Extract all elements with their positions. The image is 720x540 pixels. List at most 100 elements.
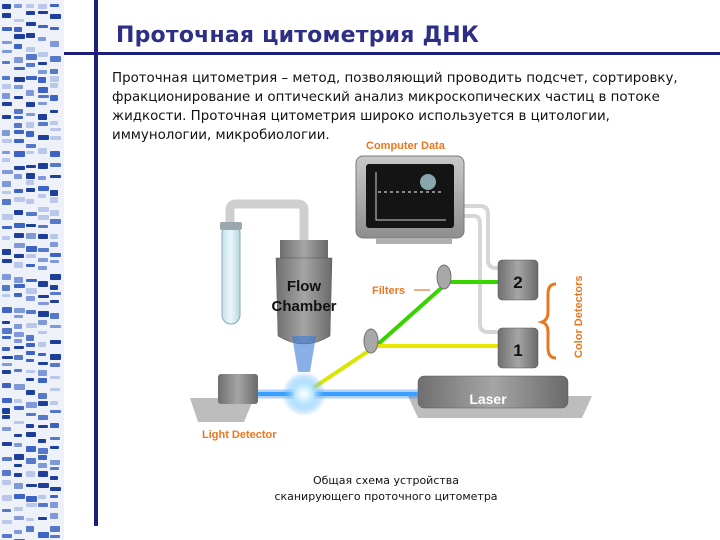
gel-band (2, 321, 10, 324)
gel-band (14, 434, 22, 437)
gel-band (2, 457, 12, 461)
color-detector-1 (497, 327, 539, 369)
gel-band (38, 102, 47, 105)
gel-band (26, 76, 37, 80)
detectors-brace (537, 282, 557, 360)
gel-band (14, 123, 22, 128)
gel-band (38, 266, 47, 270)
gel-band (14, 277, 23, 283)
gel-band (38, 122, 48, 126)
gel-band (14, 355, 23, 360)
gel-band (26, 246, 37, 252)
gel-band (26, 47, 35, 52)
sample-tube (221, 223, 241, 325)
gel-band (2, 151, 10, 154)
gel-band (2, 307, 12, 313)
gel-band (26, 11, 35, 15)
gel-band (50, 41, 59, 47)
gel-band (26, 496, 37, 502)
gel-band (26, 90, 34, 96)
gel-band (38, 455, 47, 460)
gel-band (38, 483, 49, 488)
gel-band (14, 210, 23, 215)
interrogation-point (282, 372, 326, 416)
gel-band (50, 535, 60, 538)
gel-band (26, 402, 37, 408)
gel-band (14, 130, 24, 134)
filter-2 (436, 264, 452, 290)
gel-band (2, 480, 11, 485)
gel-band (14, 464, 22, 467)
gel-band (2, 102, 12, 106)
gel-band (26, 296, 35, 301)
gel-band (50, 502, 58, 508)
gel-band (2, 158, 10, 162)
gel-band (2, 408, 10, 414)
gel-band (14, 346, 24, 349)
gel-band (26, 113, 35, 116)
gel-band (26, 199, 34, 204)
gel-band (38, 248, 49, 252)
gel-band (38, 415, 48, 420)
gel-band (2, 93, 10, 99)
gel-band (2, 259, 12, 263)
gel-band (26, 471, 35, 477)
gel-band (38, 148, 47, 154)
gel-band (2, 41, 12, 44)
gel-band (50, 4, 59, 7)
gel-band (50, 423, 59, 428)
gel-band (26, 122, 34, 128)
gel-band (2, 27, 12, 31)
gel-band (38, 215, 49, 220)
filter-1 (363, 328, 379, 354)
gel-band (26, 33, 35, 38)
gel-band (14, 494, 25, 499)
gel-band (26, 279, 37, 282)
gel-band (50, 467, 59, 470)
gel-band (38, 37, 46, 41)
gel-band (14, 332, 24, 337)
gel-band (38, 52, 48, 57)
gel-band (14, 233, 24, 238)
gel-band (2, 199, 11, 205)
chamber-top (280, 240, 328, 258)
flow-stream (292, 336, 316, 372)
gel-band (26, 22, 36, 26)
gel-band (26, 165, 36, 168)
gel-band (38, 302, 49, 305)
gel-band (38, 463, 47, 468)
gel-band (50, 27, 59, 30)
gel-band (14, 116, 23, 119)
gel-band (2, 470, 11, 476)
gel-band (50, 197, 58, 203)
gel-band (26, 54, 37, 60)
gel-band (50, 234, 58, 239)
gel-band (14, 77, 25, 82)
page-title: Проточная цитометрия ДНК (116, 23, 480, 48)
gel-band (38, 362, 48, 365)
gel-band (2, 294, 10, 297)
gel-band (2, 328, 12, 334)
gel-band (38, 439, 46, 443)
gel-band (14, 109, 23, 114)
gel-band (2, 226, 12, 229)
gel-band (14, 174, 22, 179)
label-laser: Laser (469, 391, 507, 407)
gel-band (50, 163, 61, 167)
gel-band (26, 351, 35, 355)
intro-paragraph: Проточная цитометрия – метод, позволяющи… (112, 71, 678, 143)
label-detector-1: 1 (513, 341, 522, 360)
gel-band (14, 339, 22, 343)
green-beam-1 (374, 280, 450, 348)
gel-band (26, 180, 34, 185)
gel-band (50, 69, 58, 74)
gel-band (50, 285, 58, 290)
gel-band (2, 370, 11, 374)
gel-band (50, 376, 60, 379)
gel-band (50, 388, 60, 391)
gel-band (26, 518, 34, 521)
gel-band (2, 442, 12, 446)
gel-band (50, 513, 58, 519)
gel-band (50, 219, 61, 224)
gel-band (14, 530, 22, 534)
